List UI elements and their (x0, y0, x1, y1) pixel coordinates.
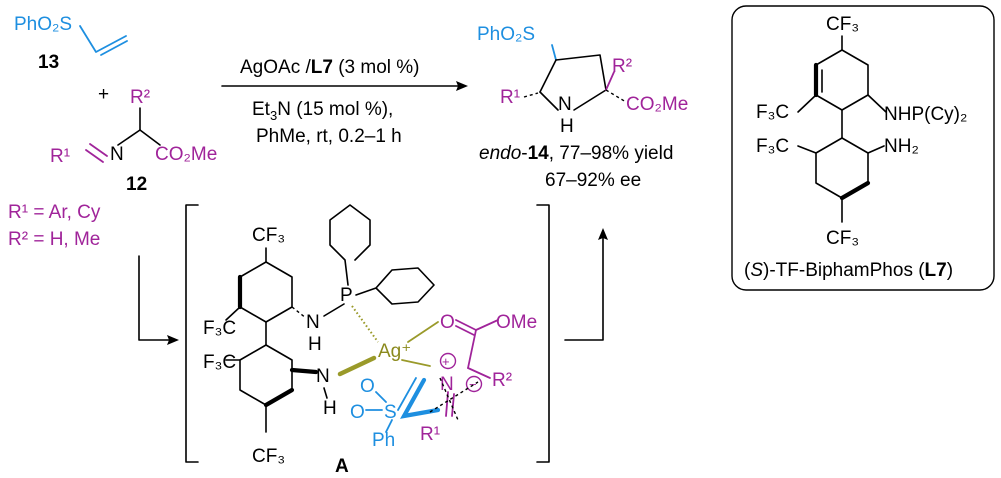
r2-definition: R² = H, Me (8, 229, 100, 250)
reactant-vinyl-sulfone: PhO₂S 13 (14, 14, 128, 73)
ag-o-bond (407, 321, 439, 343)
ts-upper-ring (239, 261, 293, 323)
product-n: N (558, 94, 572, 115)
imino-n: N (110, 144, 124, 165)
ligand-cf3-bottom: CF₃ (826, 228, 859, 249)
sulfone-formula: PhO₂S (14, 14, 72, 35)
ts-cf3-top: CF₃ (252, 225, 285, 246)
ring-left (539, 59, 557, 93)
sulfone-wedge (551, 44, 557, 61)
ts-cf3-bottom: CF₃ (252, 446, 285, 467)
ts-vinyl-double (397, 377, 417, 411)
ts-r2: R² (492, 370, 512, 391)
ligand-upper-ring (815, 49, 869, 111)
ring-top (555, 54, 607, 91)
ts-to-product-arrow (564, 228, 608, 341)
ligand-nhp: NHP(Cy)₂ (884, 104, 967, 125)
n-ag-bond (337, 355, 377, 377)
forming-bond-1 (439, 377, 459, 421)
cyclohexyl-1 (329, 204, 371, 286)
ring-bottom-right (573, 89, 607, 111)
r1-definition: R¹ = Ar, Cy (8, 202, 101, 223)
product-h: H (560, 116, 574, 137)
p-ag-interaction (351, 305, 379, 343)
ligand-box (731, 5, 995, 291)
ts-vinyl-bold (400, 377, 441, 419)
imino-r2: R² (130, 87, 150, 108)
r2-wedge (605, 71, 615, 91)
product-ester: CO₂Me (626, 94, 688, 115)
ca-ester-bond (139, 129, 161, 146)
conditions-line-3: PhMe, rt, 0.2–1 h (256, 126, 402, 147)
imine-double-bond (85, 149, 104, 163)
ts-s: S (384, 402, 397, 423)
imino-r1: R¹ (50, 146, 70, 167)
ligand-f3c-bottom: F₃C (756, 136, 789, 157)
ts-o1: O (360, 376, 375, 397)
ts-f3c-bottom: F₃C (203, 352, 236, 373)
ts-f3c-top: F₃C (203, 318, 236, 339)
ts-ag: Ag⁺ (378, 341, 411, 362)
ts-bracket-right (536, 204, 550, 463)
ts-plus-charge: + (442, 354, 450, 369)
product-r1: R¹ (500, 87, 520, 108)
ts-nh-h: H (308, 334, 322, 355)
ts-o2: O (350, 402, 365, 423)
ts-o: O (440, 312, 455, 333)
ring-bottom-left (539, 91, 559, 111)
product-ee: 67–92% ee (545, 170, 641, 191)
conditions-line-1: AgOAc /L7 (3 mol %) (240, 57, 420, 78)
ts-n-plus: N (440, 374, 454, 395)
reaction-arrow (221, 81, 468, 91)
product-r2: R² (612, 56, 632, 77)
ts-nh-n: N (306, 312, 320, 333)
reactant-imino-ester: R² N R¹ CO₂Me 12 (50, 87, 217, 195)
ts-bracket-left (185, 204, 199, 463)
imino-number: 12 (126, 174, 147, 195)
vinyl-double-bond (100, 40, 128, 56)
ligand-structure: CF₃ F₃C NHP(Cy)₂ F₃C NH₂ CF₃ (756, 14, 967, 249)
ts-ome: OMe (496, 312, 537, 333)
ts-r1: R¹ (420, 424, 440, 445)
ts-nh2-n: N (316, 366, 330, 387)
conditions-line-2: Et3N (15 mol %), (252, 99, 393, 123)
transition-state-a: CF₃ F₃C N H P F₃C N H CF₃ Ag⁺ O (203, 204, 537, 467)
ligand-f3c-top: F₃C (756, 102, 789, 123)
r1-hash (523, 92, 539, 98)
vinyl-bond (79, 25, 127, 53)
product-label: endo-14, 77–98% yield (479, 143, 673, 164)
reactant-to-ts-arrow (138, 255, 179, 345)
ligand-nh2: NH₂ (884, 136, 919, 157)
ag-n-bond (401, 359, 431, 367)
imine-bond (89, 143, 108, 157)
ester-hash (605, 89, 627, 103)
sulfone-number: 13 (38, 52, 59, 73)
plus-sign: + (98, 84, 109, 105)
ts-p: P (340, 285, 353, 306)
cyclohexyl-2 (355, 267, 435, 305)
ts-label: A (335, 456, 349, 477)
ligand-cf3-top: CF₃ (826, 14, 859, 35)
ts-nh2-h: H (323, 398, 337, 419)
imino-ester: CO₂Me (155, 144, 217, 165)
n-ca-bond (117, 129, 141, 146)
ts-ph: Ph (372, 430, 395, 451)
product-pyrrolidine: PhO₂S N H R¹ R² CO₂Me (477, 24, 688, 137)
product-sulfone: PhO₂S (477, 24, 535, 45)
ligand-name: (S)-TF-BiphamPhos (L7) (744, 260, 953, 281)
